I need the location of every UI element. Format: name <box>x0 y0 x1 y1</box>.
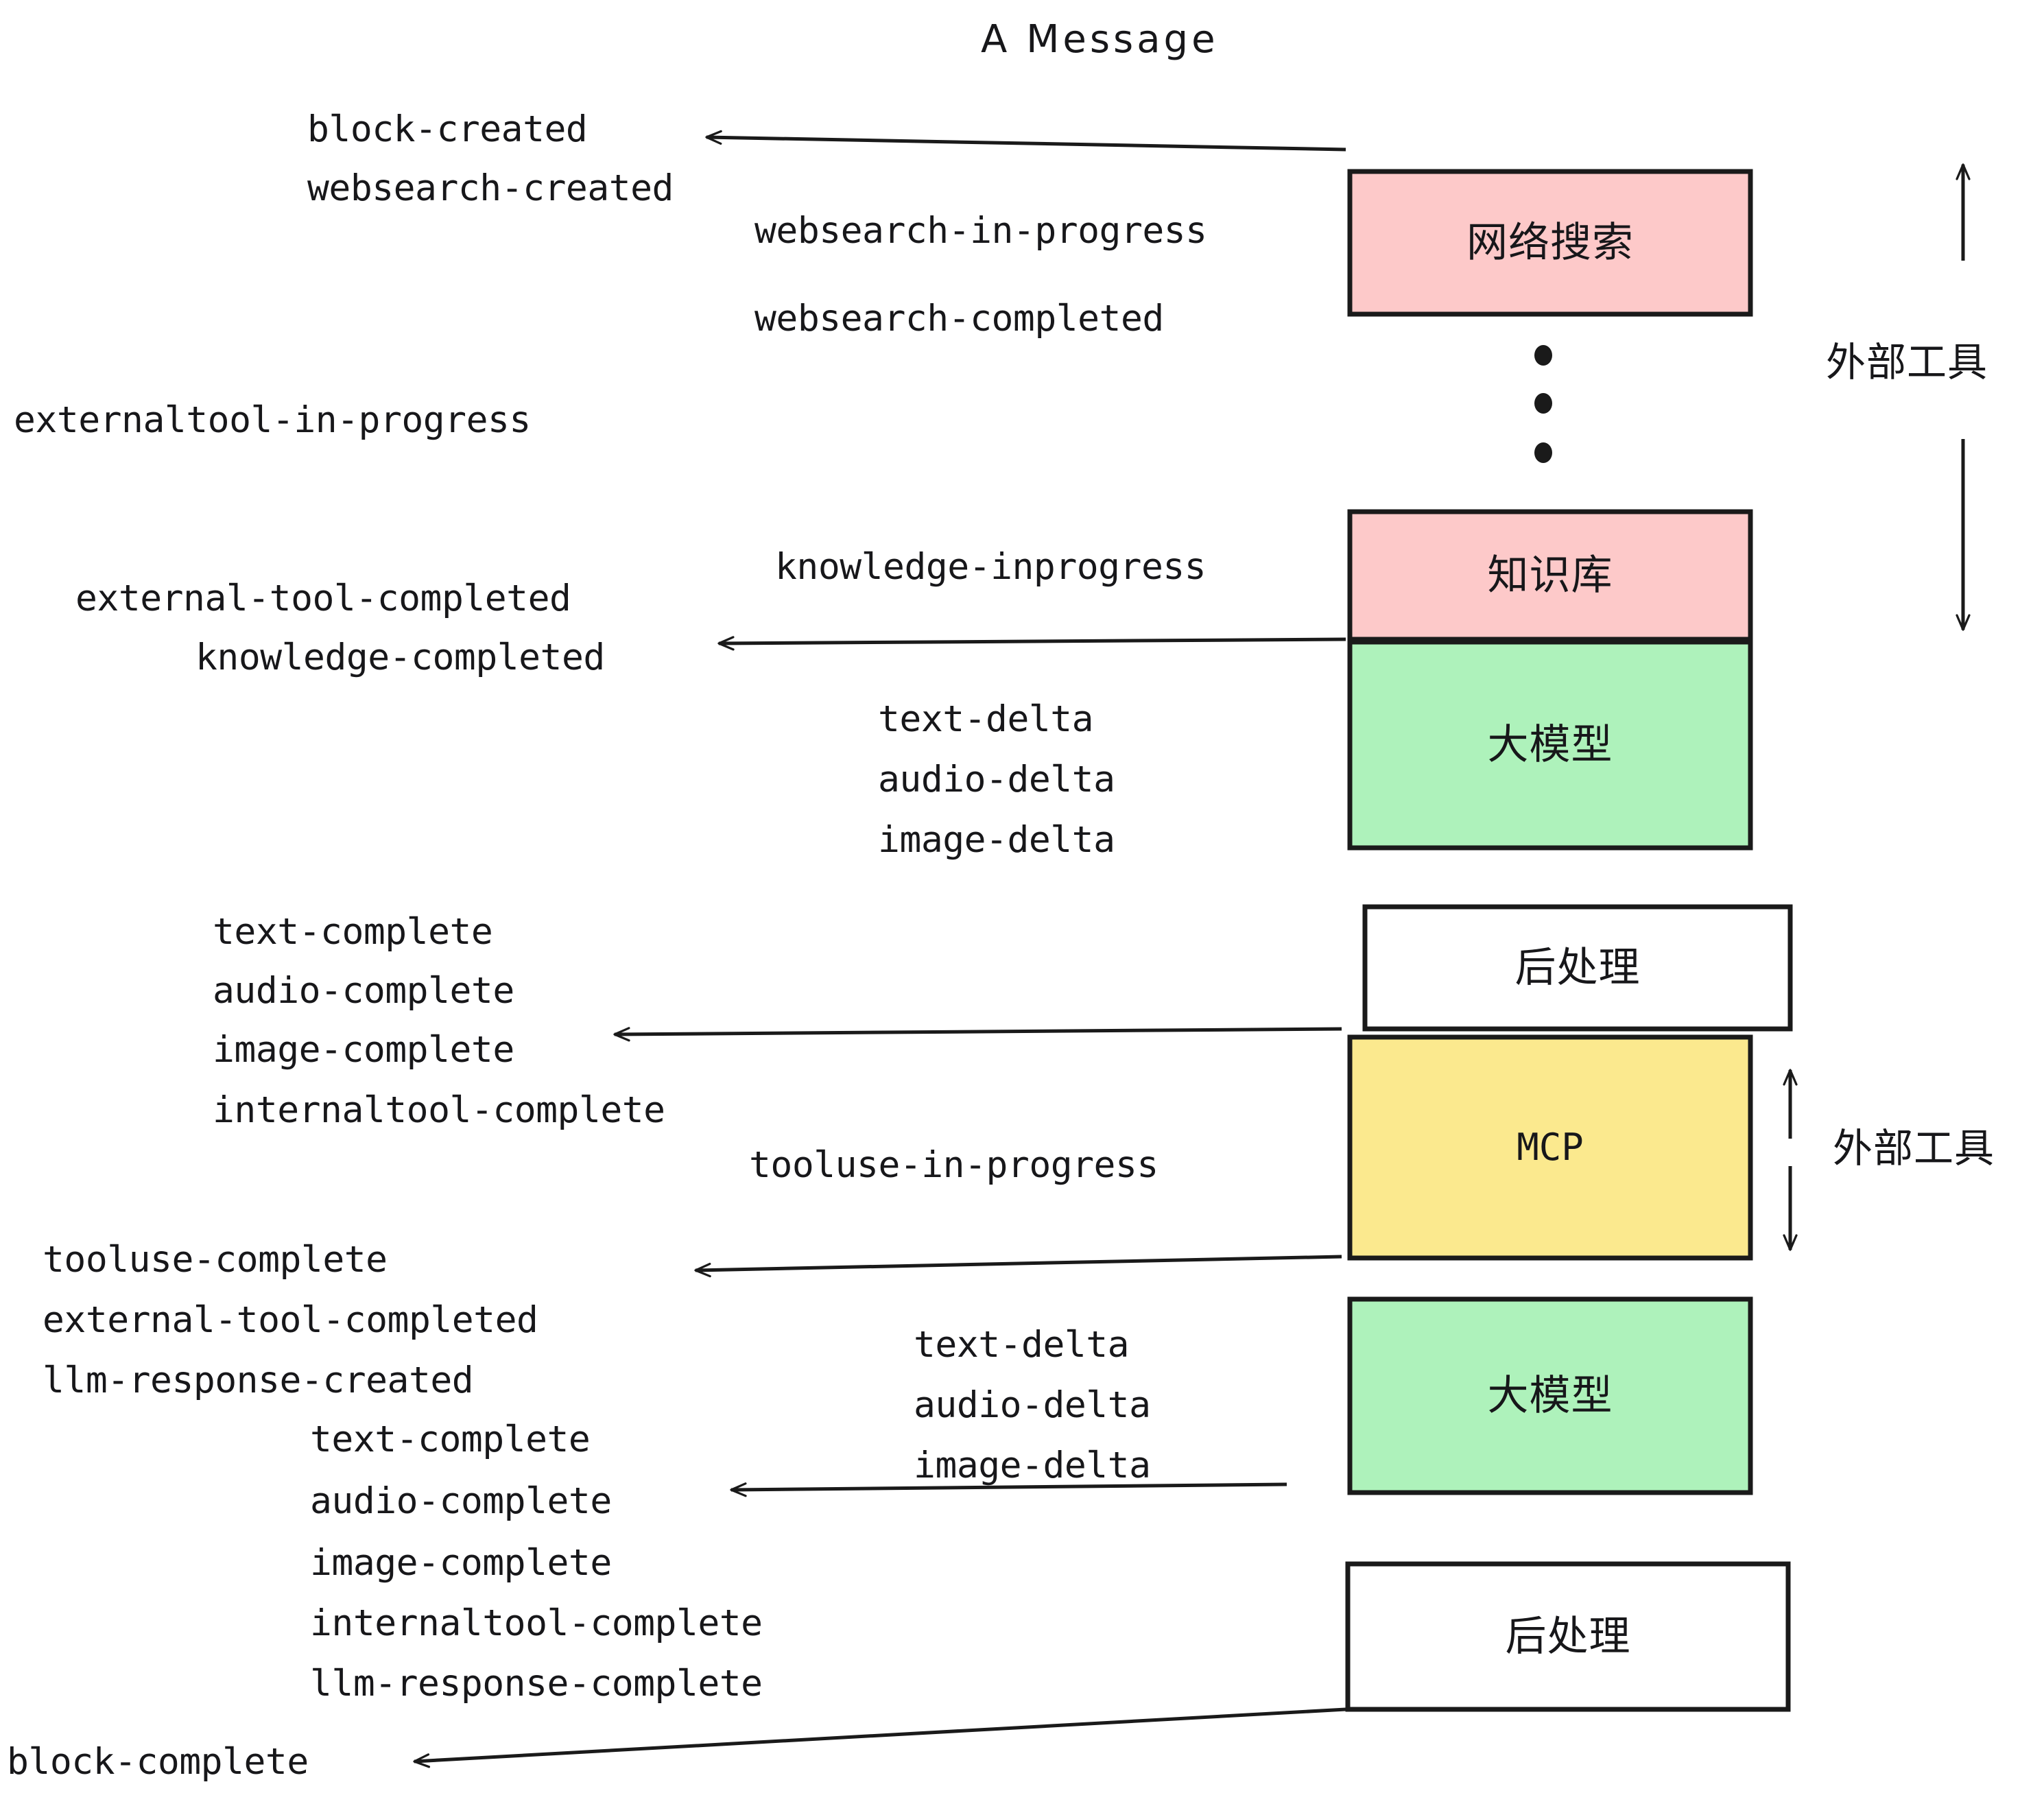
event-label-external-tool-completed-1: external-tool-completed <box>75 578 571 619</box>
arrow-block-created <box>705 130 1346 152</box>
page-title: A Message <box>981 17 1219 62</box>
box-postprocess-1 <box>1362 904 1793 1032</box>
arrow-image-complete <box>613 1027 1342 1042</box>
event-label-block-complete: block-complete <box>7 1741 309 1783</box>
event-label-text-complete-1: text-complete <box>213 911 493 953</box>
group-range-arrows <box>1783 163 1971 1251</box>
event-label-image-complete-1: image-complete <box>213 1029 514 1071</box>
event-label-text-complete-2: text-complete <box>310 1419 591 1460</box>
event-label-websearch-created: websearch-created <box>307 167 674 209</box>
box-label-websearch: 网络搜索 <box>1466 219 1634 267</box>
box-llm-1 <box>1347 639 1753 851</box>
arrow-audio-complete <box>730 1482 1287 1497</box>
box-label-knowledge: 知识库 <box>1487 551 1613 600</box>
box-llm-2 <box>1347 1296 1753 1495</box>
event-label-audio-complete-1: audio-complete <box>213 970 514 1012</box>
event-label-text-delta-1: text-delta <box>878 698 1094 740</box>
event-label-image-delta-2: image-delta <box>914 1445 1151 1486</box>
event-label-image-complete-2: image-complete <box>310 1542 612 1584</box>
flow-arrows <box>413 130 1346 1768</box>
box-label-postprocess-2: 后处理 <box>1505 1613 1631 1661</box>
box-label-mcp: MCP <box>1517 1126 1584 1169</box>
event-label-internaltool-complete-2: internaltool-complete <box>310 1602 763 1644</box>
box-postprocess-2 <box>1345 1561 1791 1712</box>
ellipsis-dot-3 <box>1534 442 1552 463</box>
ellipsis-dot-1 <box>1534 345 1552 366</box>
event-label-knowledge-completed: knowledge-completed <box>195 637 605 678</box>
group-label-external-tools-top: 外部工具 <box>1826 339 1988 385</box>
process-boxes <box>1345 169 1793 1712</box>
event-label-tooluse-in-progress: tooluse-in-progress <box>749 1144 1158 1186</box>
event-label-knowledge-inprogress: knowledge-inprogress <box>775 546 1207 588</box>
event-label-llm-response-created: llm-response-created <box>43 1360 474 1401</box>
event-label-audio-complete-2: audio-complete <box>310 1480 612 1522</box>
event-label-block-created: block-created <box>307 108 588 150</box>
event-label-llm-response-complete: llm-response-complete <box>310 1663 763 1705</box>
event-label-internaltool-complete-1: internaltool-complete <box>213 1089 665 1131</box>
event-label-audio-delta-2: audio-delta <box>914 1384 1151 1426</box>
event-label-audio-delta-1: audio-delta <box>878 759 1115 800</box>
ellipsis-dots <box>1534 345 1552 463</box>
arrow-block-complete <box>413 1707 1346 1768</box>
event-label-externaltool-in-progress: externaltool-in-progress <box>14 399 531 441</box>
event-label-websearch-in-progress: websearch-in-progress <box>754 210 1207 252</box>
box-websearch <box>1347 169 1753 317</box>
box-label-llm-2: 大模型 <box>1487 1372 1613 1420</box>
arrow-knowledge-done <box>717 636 1346 651</box>
box-label-llm-1: 大模型 <box>1487 721 1613 769</box>
ellipsis-dot-2 <box>1534 393 1552 414</box>
arrow-tooluse-complete <box>694 1255 1342 1278</box>
event-label-text-delta-2: text-delta <box>914 1324 1130 1366</box>
box-knowledge <box>1347 509 1753 642</box>
box-mcp <box>1347 1034 1753 1261</box>
event-label-image-delta-1: image-delta <box>878 819 1115 861</box>
event-label-external-tool-completed-2: external-tool-completed <box>43 1299 538 1341</box>
group-label-external-tools-bottom: 外部工具 <box>1833 1125 1995 1172</box>
box-label-postprocess-1: 后处理 <box>1514 944 1641 992</box>
event-label-websearch-completed: websearch-completed <box>754 298 1164 340</box>
event-label-tooluse-complete: tooluse-complete <box>43 1239 388 1281</box>
